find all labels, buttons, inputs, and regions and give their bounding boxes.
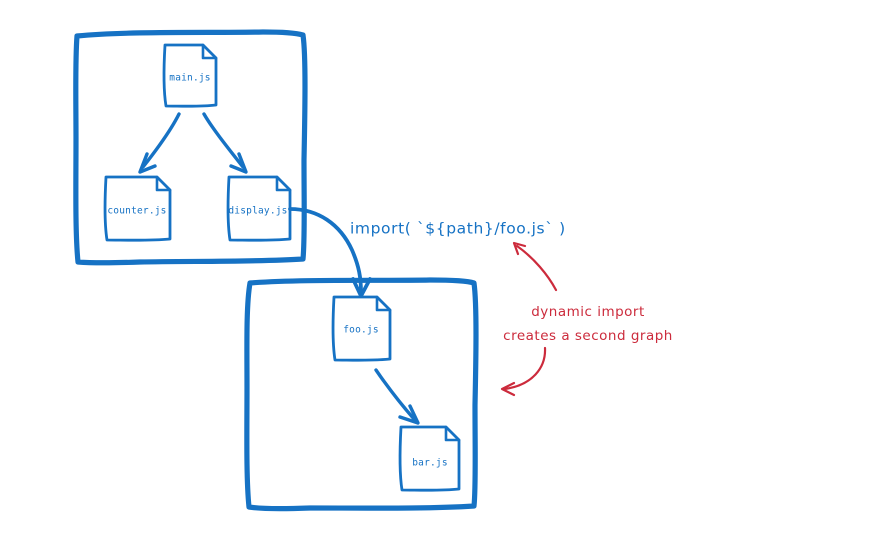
file-node-foo-js-label: foo.js [343,325,379,336]
annotation-text: dynamic import creates a second graph [503,304,673,344]
file-node-display-js-label: display.js [228,206,287,217]
file-node-main-js-label: main.js [169,73,210,84]
file-node-counter-js-label: counter.js [107,206,166,217]
file-node-bar-js[interactable]: bar.js [398,425,461,492]
edge-foo-to-bar [374,368,420,425]
primary-graph-box [73,29,308,266]
secondary-graph-box [244,277,479,512]
file-node-bar-js-label: bar.js [412,458,448,469]
edge-main-to-counter [138,112,181,174]
file-node-foo-js[interactable]: foo.js [331,295,392,362]
file-node-main-js[interactable]: main.js [162,43,218,108]
annotation-text-line-1: dynamic import [531,304,645,320]
import-expression-label: import( `${path}/foo.js` ) [350,220,566,238]
file-node-counter-js[interactable]: counter.js [103,175,172,242]
annotation-arrow-to-import [512,241,558,292]
file-node-display-js[interactable]: display.js [226,175,292,242]
annotation-text-line-2: creates a second graph [503,328,673,344]
annotation-arrow-to-second-graph [500,346,547,397]
edge-main-to-display [202,112,248,174]
